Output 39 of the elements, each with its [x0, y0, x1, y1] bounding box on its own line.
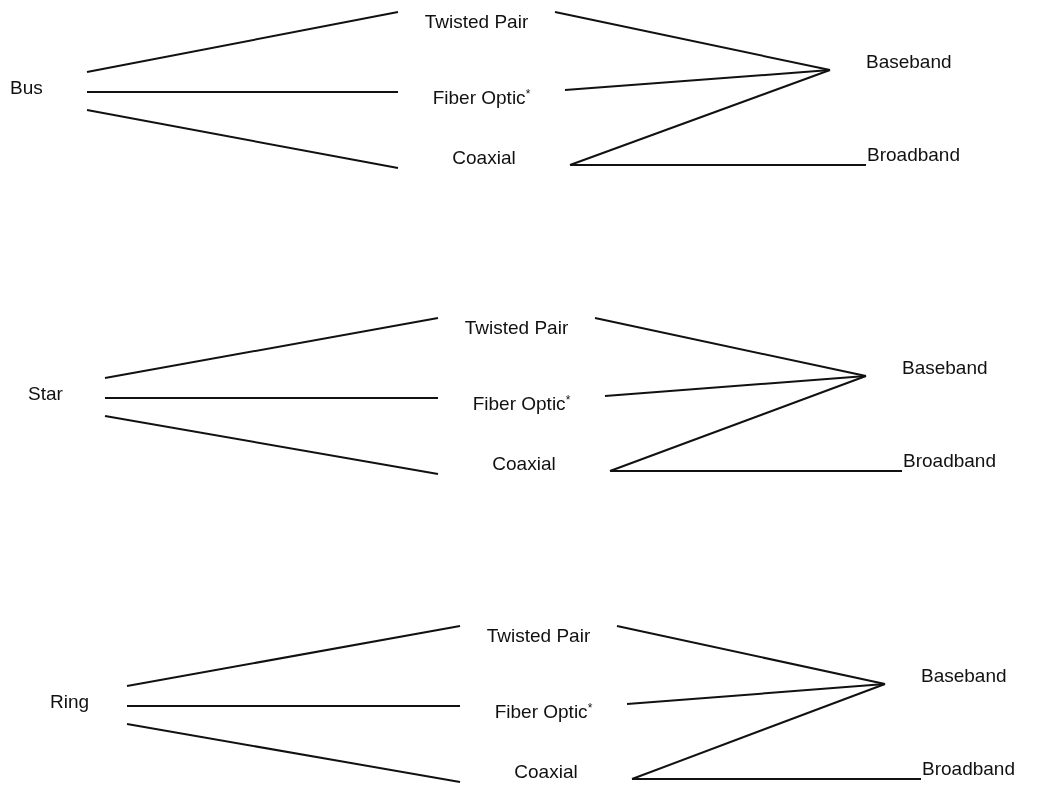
connector-line [104, 415, 439, 475]
node-label: Baseband [921, 665, 1007, 687]
connector-line [626, 683, 886, 705]
connector-line [564, 69, 831, 91]
connector-line [631, 683, 886, 780]
connector-line [126, 723, 461, 783]
connector-line [86, 91, 399, 93]
node-label: Broadband [922, 758, 1015, 780]
connector-line [609, 375, 867, 472]
connector-line [569, 69, 831, 166]
node-label: Twisted Pair [486, 625, 591, 647]
node-label: Fiber Optic$^{*}$ [494, 701, 593, 723]
node-label: Coaxial [514, 761, 578, 783]
node-label: Broadband [867, 144, 960, 166]
connector-line [594, 317, 867, 377]
connector-line [554, 11, 831, 71]
node-label: Star [28, 383, 63, 405]
node-label: Broadband [903, 450, 996, 472]
node-label: Coaxial [492, 453, 556, 475]
node-label: Ring [50, 691, 90, 713]
connector-line [569, 164, 867, 166]
connector-line [104, 397, 439, 399]
connector-line [616, 625, 886, 685]
node-label: Fiber Optic$^{*}$ [432, 87, 531, 109]
node-label: Coaxial [452, 147, 516, 169]
connector-line [126, 625, 461, 687]
connector-line [86, 109, 399, 169]
connector-line [609, 470, 903, 472]
connector-line [104, 317, 439, 379]
connector-line [126, 705, 461, 707]
connector-line [86, 11, 399, 73]
connector-line [604, 375, 867, 397]
node-label: Baseband [866, 51, 952, 73]
node-label: Twisted Pair [424, 11, 529, 33]
node-label: Baseband [902, 357, 988, 379]
node-label: Bus [10, 77, 43, 99]
node-label: Fiber Optic$^{*}$ [472, 393, 571, 415]
node-label: Twisted Pair [464, 317, 569, 339]
connector-line [631, 778, 922, 780]
